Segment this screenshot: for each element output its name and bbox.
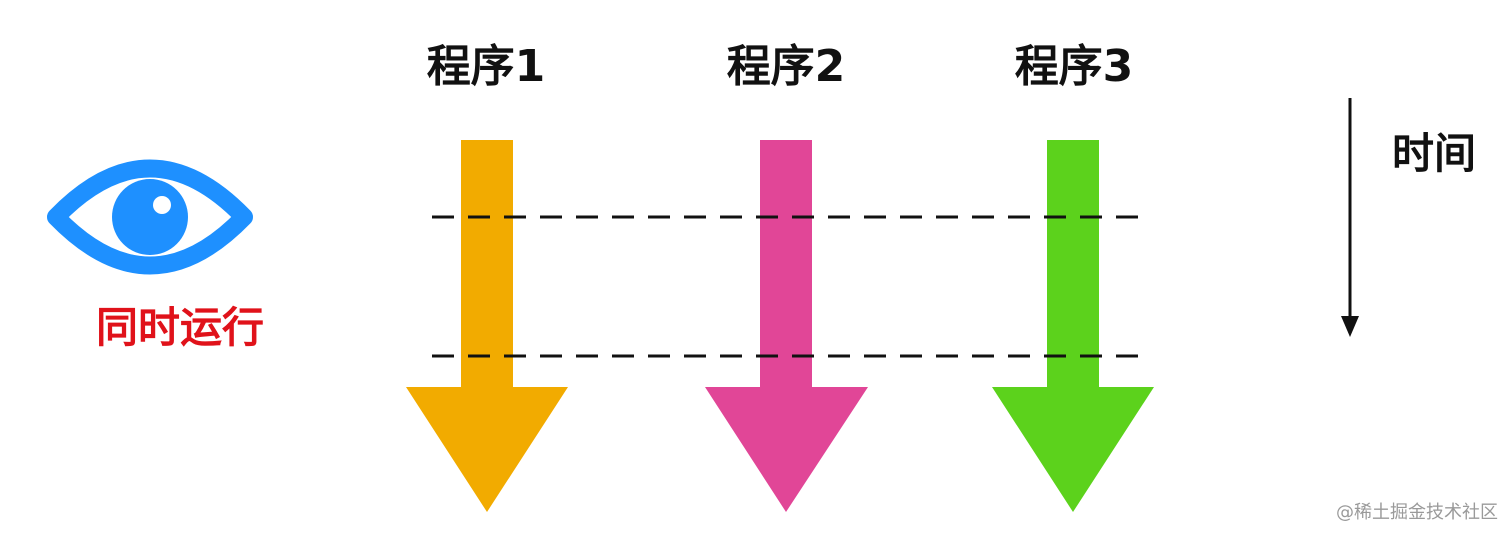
program-1-arrow [406, 140, 568, 512]
program-2-label: 程序2 [726, 41, 846, 92]
time-axis-label: 时间 [1392, 129, 1477, 178]
program-3-arrow [992, 140, 1154, 512]
program-3-label: 程序3 [1014, 41, 1134, 92]
concurrent-label: 同时运行 [96, 303, 265, 352]
program-1-label: 程序1 [426, 41, 546, 92]
eye-icon [47, 159, 253, 275]
program-2-arrow [705, 140, 868, 512]
time-axis-arrow [1341, 98, 1359, 337]
watermark: @稀土掘金技术社区 [1336, 502, 1498, 523]
